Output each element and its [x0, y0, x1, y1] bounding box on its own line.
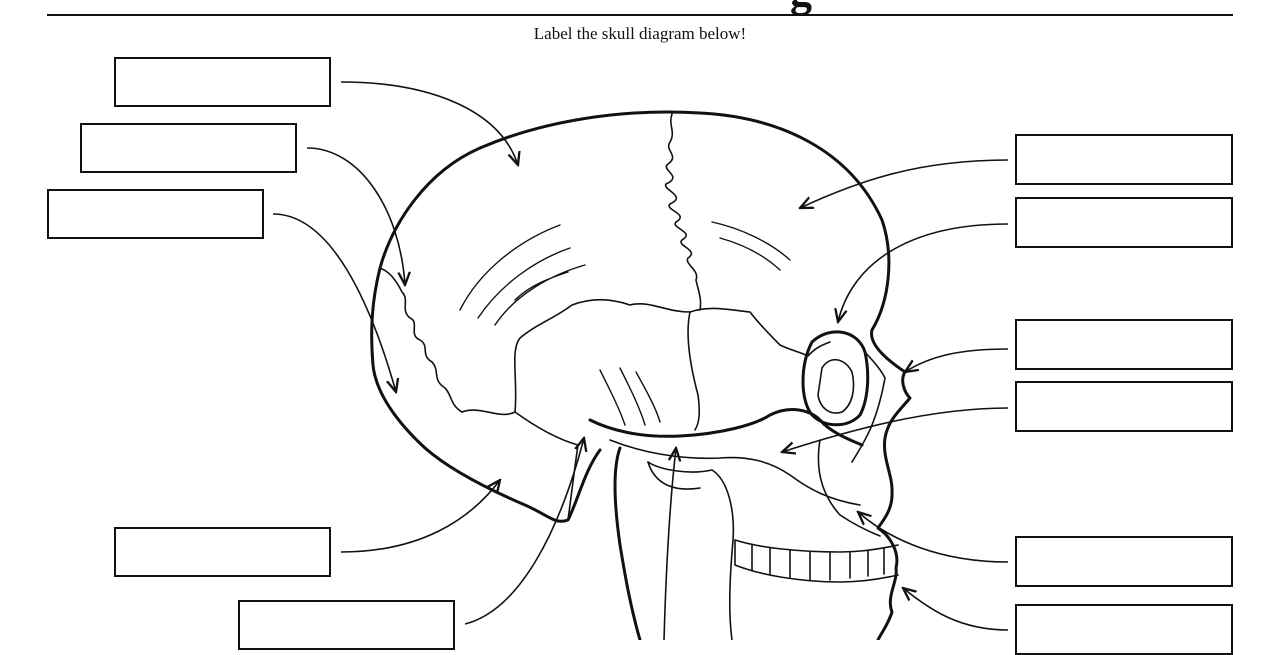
answer-box-2[interactable]: [80, 123, 297, 173]
orbit-outline: [801, 330, 870, 427]
answer-box-1[interactable]: [114, 57, 331, 107]
answer-box-10[interactable]: [1015, 536, 1233, 587]
temporal-squama: [461, 298, 831, 416]
maxilla: [817, 439, 881, 537]
answer-box-6[interactable]: [1015, 134, 1233, 185]
leader-arrow-5: [464, 438, 584, 625]
coronal-suture: [664, 113, 702, 311]
instruction-text: Label the skull diagram below!: [533, 24, 747, 43]
answer-box-11[interactable]: [1015, 604, 1233, 655]
skull-diagram: [272, 81, 1009, 640]
mandible: [613, 446, 642, 640]
answer-box-3[interactable]: [47, 189, 264, 239]
leader-arrow-3: [272, 213, 396, 392]
nasal-bone: [851, 351, 886, 463]
leader-arrow-10: [782, 407, 1009, 452]
zygomatic-arch: [588, 408, 864, 447]
leader-arrow-7: [800, 159, 1009, 208]
leader-arrow-2: [306, 147, 405, 285]
worksheet-title-fragment: g: [790, 0, 812, 14]
upper-teeth: [734, 539, 899, 583]
leader-arrow-12: [903, 588, 1009, 631]
mandible-ramus: [647, 461, 735, 640]
leader-arrow-11: [858, 512, 1009, 563]
title-rule: [47, 14, 1233, 16]
answer-box-7[interactable]: [1015, 197, 1233, 248]
temporal-lines: [459, 221, 791, 426]
leader-arrow-9: [905, 348, 1009, 372]
lambdoid-suture: [379, 267, 463, 413]
leader-arrow-8: [838, 223, 1009, 322]
answer-box-8[interactable]: [1015, 319, 1233, 370]
sphenoid-wing: [687, 311, 701, 431]
leader-arrow-4: [340, 480, 500, 553]
answer-box-9[interactable]: [1015, 381, 1233, 432]
answer-box-5[interactable]: [238, 600, 455, 650]
mandible-notch: [647, 461, 701, 490]
leader-arrow-6: [663, 448, 676, 640]
zygomatic-arch-lower: [609, 439, 861, 506]
orbit-inner: [817, 359, 855, 414]
answer-box-4[interactable]: [114, 527, 331, 577]
leader-arrow-1: [340, 81, 518, 165]
cranium-outline: [378, 110, 912, 640]
